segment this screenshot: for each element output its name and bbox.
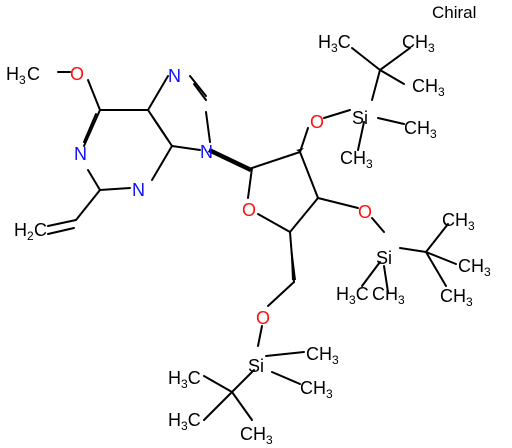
bond-lines [47,47,457,421]
svg-text:CH3: CH3 [404,118,437,141]
methyl-h: H [6,64,19,84]
wedge-bond-n9 [208,148,252,172]
oxygen-3: O [358,202,372,222]
svg-text:CH3: CH3 [306,344,339,367]
wedge-bond-c2-o [296,148,304,152]
svg-text:CH3: CH3 [340,148,373,171]
methyl-sub: 3 [19,73,26,87]
svg-text:CH3: CH3 [440,286,473,309]
methyl-labels: H3C CH3 CH3 CH3 CH3 CH3 CH3 CH3 H3C CH3 … [168,32,491,447]
svg-text:CH3: CH3 [442,210,475,233]
methyl-c: C [27,64,40,84]
nitrogen-n7: N [168,66,181,86]
oxygen-2: O [310,112,324,132]
vinyl-c: C [34,220,47,240]
nitrogen-n1: N [74,144,87,164]
svg-text:H3C: H3C [336,284,369,307]
svg-text:CH3: CH3 [458,256,491,279]
oxygen-5: O [256,308,270,328]
svg-text:CH3: CH3 [300,378,333,401]
nitrogen-n9: N [200,142,213,162]
vinyl-sub: 2 [27,229,34,243]
svg-text:CH3: CH3 [412,76,445,99]
svg-text:CH3: CH3 [240,424,273,447]
oxygen-ring: O [242,200,256,220]
wedge-bond-c5 [290,232,296,280]
nitrogen-n3: N [132,180,145,200]
silicon-top: Si [352,108,368,128]
vinyl-h: H [14,220,27,240]
svg-text:H3C: H3C [168,368,201,391]
svg-text:H3C: H3C [318,32,351,55]
oxygen-methoxy: O [70,64,84,84]
svg-text:CH3: CH3 [402,32,435,55]
svg-text:CH3: CH3 [372,284,405,307]
chiral-label: Chiral [432,3,476,22]
silicon-bottom: Si [248,356,264,376]
silicon-mid: Si [376,248,392,268]
svg-text:H3C: H3C [168,410,201,433]
